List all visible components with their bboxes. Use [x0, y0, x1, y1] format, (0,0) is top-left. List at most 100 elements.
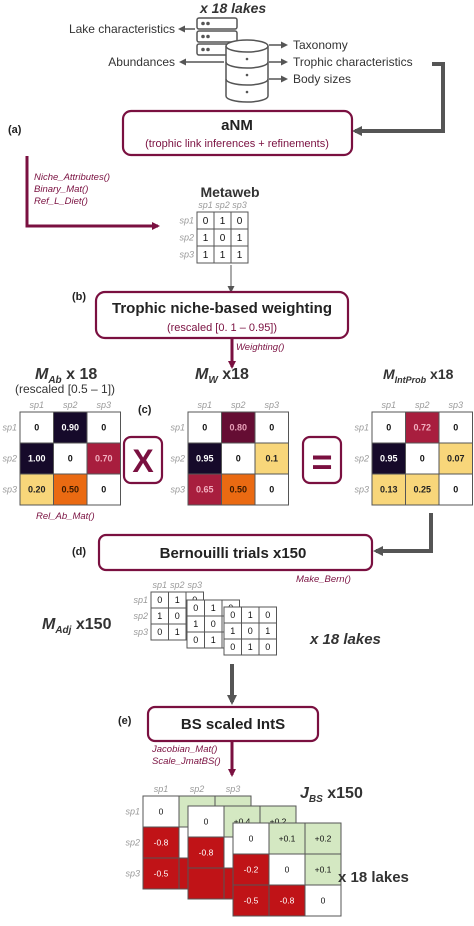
m-ab-cell-col-label: sp1 [29, 400, 44, 410]
j-bs-back-cell [142, 826, 180, 859]
m-int-prob-cell-value: 0 [453, 423, 458, 433]
j-bs-front-cell [304, 884, 342, 917]
j-bs-middle-cell-value: +0.2 [270, 817, 287, 827]
j-bs-title: JBS x150 [300, 785, 363, 805]
m-w-cell [187, 411, 222, 444]
anm-subtitle: (trophic link inferences + refinements) [145, 138, 329, 150]
metaweb-cell-col-label: sp3 [232, 200, 247, 210]
m-adj-front-cell-value: 1 [230, 626, 235, 636]
weighting-subtitle: (rescaled [0. 1 – 0.95]) [167, 322, 277, 334]
bernoulli-box [97, 533, 374, 572]
metaweb-cell-value: 0 [220, 233, 226, 244]
m-w-cell-value: 0.80 [229, 423, 247, 433]
j-bs-middle-cell-value: 0 [204, 817, 209, 827]
fn-weighting: Weighting() [236, 342, 284, 353]
j-bs-middle-cell [187, 805, 225, 838]
j-bs-back-cell-value: 0 [159, 807, 164, 817]
m-w-cell-value: 0.50 [229, 485, 247, 495]
anm-title: aNM [221, 117, 253, 134]
m-int-prob-cell [438, 442, 473, 475]
m-adj-front-cell [258, 638, 277, 656]
m-adj-back-cell-value: 1 [157, 611, 162, 621]
metaweb-cell-value: 1 [220, 216, 226, 227]
m-ab-rescale-note: (rescaled [0.5 – 1]) [15, 382, 115, 396]
m-ab-cell-value: 0.20 [28, 485, 46, 495]
m-adj-front-cell-value: 0 [265, 642, 270, 652]
m-w-cell-row-label: sp2 [170, 454, 185, 464]
m-adj-middle-cell-value: 0 [193, 603, 198, 613]
j-bs-back-cell [142, 857, 180, 890]
j-bs-back-cell-value: -0.8 [154, 838, 169, 848]
m-adj-middle-cell-value: 1 [193, 619, 198, 629]
j-bs-front-cell [304, 822, 342, 855]
m-ab-cell-value: 0 [101, 485, 106, 495]
m-w-cell-col-label: sp1 [197, 400, 212, 410]
metaweb-cell-row-label: sp1 [179, 216, 194, 226]
j-bs-front-cell [304, 853, 342, 886]
m-w-cell [221, 473, 256, 506]
metaweb-cell-col-label: sp2 [215, 200, 230, 210]
m-w-cell [254, 411, 289, 444]
m-ab-cell [19, 473, 54, 506]
m-adj-back-cell-row-label: sp1 [133, 595, 148, 605]
m-int-prob-cell-value: 0.13 [380, 485, 398, 495]
m-int-prob-cell [438, 473, 473, 506]
m-adj-front-cell-value: 0 [248, 626, 253, 636]
fn-scale-jmatbs: Scale_JmatBS() [152, 756, 221, 767]
m-adj-front-cell-value: 0 [230, 642, 235, 652]
metaweb-cell-row-label: sp2 [179, 233, 194, 243]
metaweb-cell-value: 0 [203, 216, 209, 227]
j-bs-back-cell-value: -0.5 [154, 869, 169, 879]
abundances-label: Abundances [108, 55, 175, 69]
j-bs-back-cell-col-label: sp1 [154, 784, 169, 794]
j-bs-lakes-label: x 18 lakes [338, 869, 409, 886]
weighting-box [94, 290, 350, 340]
m-int-prob-cell-value: 0 [420, 454, 425, 464]
metaweb-cell-value: 1 [237, 233, 243, 244]
weighting-title: Trophic niche-based weighting [112, 300, 332, 317]
m-int-prob-cell [371, 473, 406, 506]
fn-niche-attributes: Niche_Attributes() [34, 172, 110, 183]
j-bs-back-cell-col-label: sp3 [226, 784, 241, 794]
step-b-tag: (b) [72, 291, 86, 303]
m-ab-cell-row-label: sp1 [2, 423, 17, 433]
m-w-cell-value: 0 [269, 485, 274, 495]
j-bs-front-cell-value: +0.1 [315, 865, 332, 875]
m-w-title: MW x18 [195, 366, 249, 386]
metaweb-cell-col-label: sp1 [198, 200, 213, 210]
fn-make-bern: Make_Bern() [296, 574, 351, 585]
j-bs-back-cell-col-label: sp2 [190, 784, 205, 794]
m-adj-back-cell-value: 0 [157, 627, 162, 637]
m-w-cell [221, 411, 256, 444]
metaweb-cell-value: 1 [203, 250, 209, 261]
j-bs-back-cell-row-label: sp1 [125, 807, 140, 817]
m-adj-front-cell-value: 0 [230, 610, 235, 620]
m-adj-back-cell-value: 0 [157, 595, 162, 605]
m-int-prob-cell-col-label: sp1 [381, 400, 396, 410]
trophic-characteristics-label: Trophic characteristics [293, 55, 413, 69]
m-adj-front-cell-value: 1 [248, 642, 253, 652]
m-adj-back-cell-row-label: sp3 [133, 627, 148, 637]
m-w-cell-value: 0.65 [196, 485, 214, 495]
m-adj-middle-cell-value: 0 [193, 635, 198, 645]
m-ab-cell-value: 0.70 [95, 454, 113, 464]
j-bs-front-cell-value: -0.5 [244, 896, 259, 906]
mint-to-bernoulli-arrow [373, 513, 433, 556]
bernoulli-title: Bernouilli trials x150 [160, 545, 307, 562]
m-adj-back-cell-value: 0 [175, 611, 180, 621]
metaweb-title: Metaweb [200, 184, 259, 200]
equals-symbol: = [311, 441, 332, 482]
m-w-cell-value: 0 [202, 423, 207, 433]
m-adj-back-cell-value: 1 [175, 595, 180, 605]
metaweb-cell-value: 1 [203, 233, 209, 244]
j-bs-back-cell-row-label: sp2 [125, 838, 140, 848]
bs-scaled-title: BS scaled IntS [181, 716, 285, 733]
j-bs-front-cell-value: 0 [321, 896, 326, 906]
m-int-prob-cell-row-label: sp3 [354, 485, 369, 495]
m-ab-cell [86, 442, 121, 475]
equals-box [301, 435, 343, 485]
m-adj-front-cell-value: 1 [248, 610, 253, 620]
m-w-cell-value: 0.1 [265, 454, 278, 464]
